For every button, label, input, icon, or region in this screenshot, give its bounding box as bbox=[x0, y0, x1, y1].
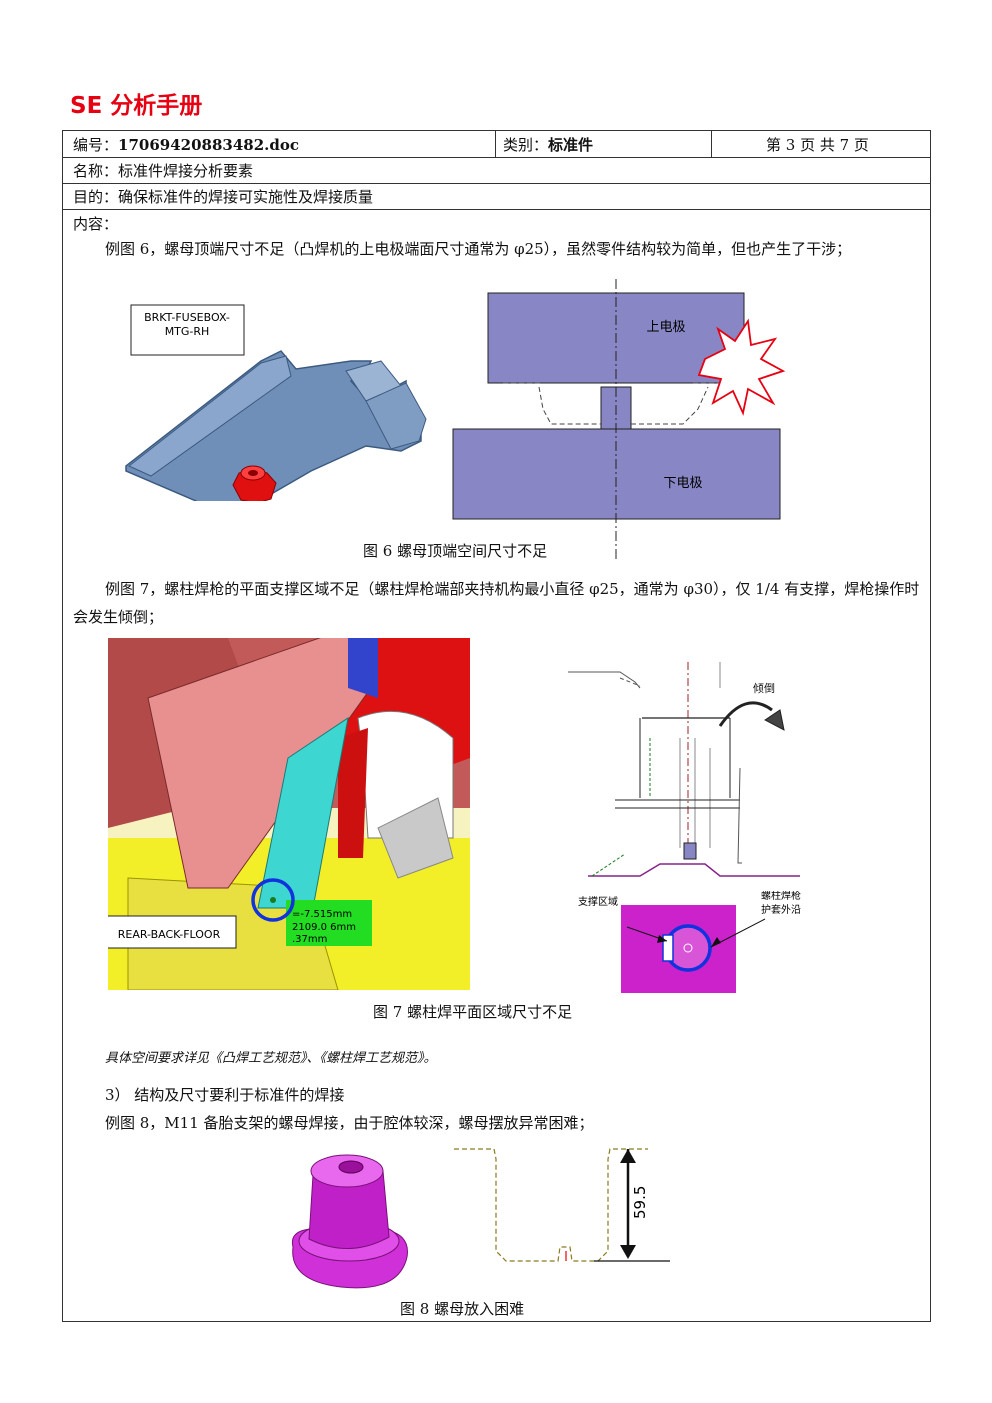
fig8-caption: 图 8 螺母放入困难 bbox=[400, 1300, 525, 1318]
fig6-part-label-1: BRKT-FUSEBOX- bbox=[144, 311, 230, 324]
column-divider bbox=[711, 131, 712, 157]
tilt-label-text: 倾倒 bbox=[753, 682, 775, 695]
fig6-electrode-diagram: 上电极 下电极 bbox=[452, 279, 786, 559]
fig7-part-label: REAR-BACK-FLOOR bbox=[118, 928, 221, 941]
fig7-stud-gun-diagram: 倾倒 bbox=[568, 662, 800, 877]
row-divider bbox=[63, 209, 930, 210]
fig8-cavity-diagram: 59.5 bbox=[454, 1148, 670, 1262]
name-label: 名称： bbox=[73, 162, 119, 180]
fig7-meas-1: =-7.515mm bbox=[292, 909, 352, 920]
purpose-value: 确保标准件的焊接可实施性及焊接质量 bbox=[118, 188, 374, 206]
fig6-red-nut bbox=[232, 465, 277, 501]
document-frame: 编号：17069420883482.doc 类别：标准件 第 3 页 共 7 页… bbox=[62, 130, 931, 1322]
interference-starburst bbox=[697, 318, 786, 416]
fig7-caption: 图 7 螺柱焊平面区域尺寸不足 bbox=[373, 1003, 573, 1021]
fig7-measurement-box bbox=[286, 900, 372, 946]
category-field: 类别：标准件 bbox=[503, 134, 593, 155]
fig7-cad-image: =-7.515mm 2109.0 6mm .37mm REAR-BACK-FLO… bbox=[108, 638, 470, 990]
lower-electrode-label: 下电极 bbox=[663, 476, 702, 491]
name-field: 名称：标准件焊接分析要素 bbox=[73, 160, 253, 181]
fig6-part-label-2: MTG-RH bbox=[165, 325, 210, 338]
category-label: 类别： bbox=[503, 136, 549, 154]
fig7-support-image: 支撑区域 螺柱焊枪 护套外沿 bbox=[578, 891, 801, 993]
section3-heading: 3） 结构及尺寸要利于标准件的焊接 bbox=[105, 1086, 345, 1104]
content-label: 内容： bbox=[73, 215, 119, 233]
name-value: 标准件焊接分析要素 bbox=[118, 162, 254, 180]
code-field: 编号：17069420883482.doc bbox=[73, 134, 299, 155]
support-label: 支撑区域 bbox=[578, 895, 618, 908]
gun-label-2: 护套外沿 bbox=[761, 903, 801, 916]
fig6-caption: 图 6 螺母顶端空间尺寸不足 bbox=[363, 542, 548, 560]
code-value: 17069420883482.doc bbox=[118, 136, 299, 154]
fig7-highlight-circle bbox=[251, 878, 295, 922]
upper-electrode-label: 上电极 bbox=[646, 320, 685, 335]
column-divider bbox=[495, 131, 496, 157]
fig7-meas-2: 2109.0 6mm bbox=[292, 922, 356, 933]
fig7-meas-3: .37mm bbox=[292, 934, 327, 945]
fig8-dimension: 59.5 bbox=[631, 1186, 649, 1219]
fig8-nut-image bbox=[291, 1154, 408, 1289]
gun-label-1: 螺柱焊枪 bbox=[761, 891, 801, 902]
example7-text: 例图 7，螺柱焊枪的平面支撑区域不足（螺柱焊枪端部夹持机构最小直径 φ25，通常… bbox=[73, 580, 920, 626]
fig6-bracket-image: BRKT-FUSEBOX- MTG-RH bbox=[125, 304, 427, 501]
category-value: 标准件 bbox=[548, 136, 594, 154]
example6-text: 例图 6，螺母顶端尺寸不足（凸焊机的上电极端面尺寸通常为 φ25），虽然零件结构… bbox=[105, 240, 852, 258]
code-label: 编号： bbox=[73, 136, 119, 154]
spec-note: 具体空间要求详见《凸焊工艺规范》、《螺柱焊工艺规范》。 bbox=[105, 1051, 437, 1066]
example8-text: 例图 8，M11 备胎支架的螺母焊接，由于腔体较深，螺母摆放异常困难； bbox=[105, 1114, 594, 1132]
document-title: SE 分析手册 bbox=[70, 93, 203, 119]
purpose-label: 目的： bbox=[73, 188, 119, 206]
page-info: 第 3 页 共 7 页 bbox=[766, 136, 869, 154]
row-divider bbox=[63, 157, 930, 158]
row-divider bbox=[63, 183, 930, 184]
purpose-field: 目的：确保标准件的焊接可实施性及焊接质量 bbox=[73, 186, 373, 207]
